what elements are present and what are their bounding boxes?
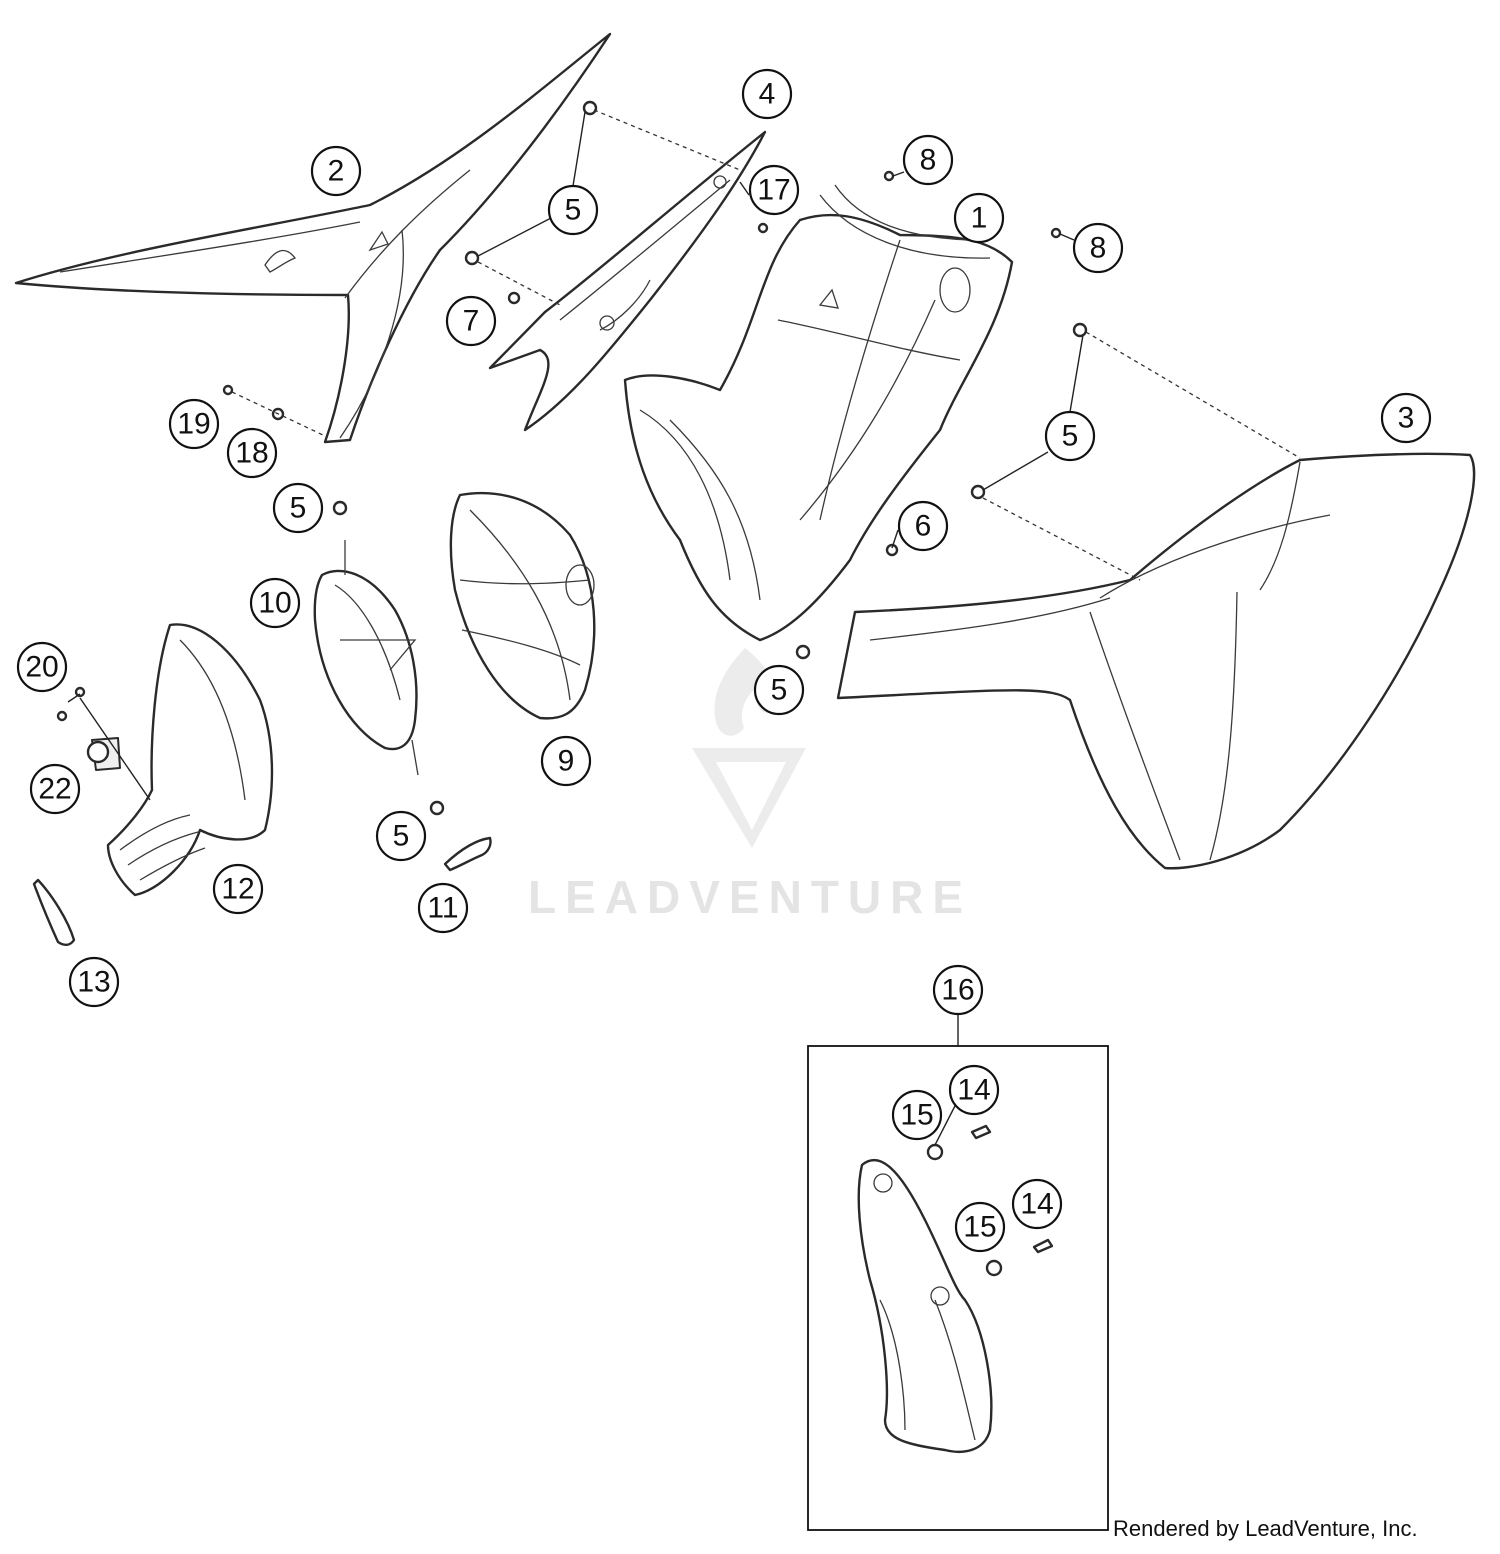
svg-text:18: 18	[235, 437, 268, 470]
svg-text:16: 16	[941, 974, 974, 1007]
svg-text:8: 8	[1090, 232, 1107, 265]
callout-15: 15	[891, 1089, 943, 1141]
callout-19: 19	[168, 398, 220, 450]
svg-text:22: 22	[38, 773, 71, 806]
callout-22: 22	[29, 763, 81, 815]
callout-1: 1	[953, 192, 1005, 244]
callout-13: 13	[68, 956, 120, 1008]
callout-20: 20	[16, 641, 68, 693]
callout-14: 14	[1011, 1178, 1063, 1230]
svg-text:4: 4	[759, 78, 776, 111]
watermark-v-logo	[692, 748, 806, 848]
callout-5: 5	[375, 810, 427, 862]
svg-text:3: 3	[1398, 402, 1415, 435]
callout-5: 5	[753, 664, 805, 716]
svg-text:14: 14	[1020, 1188, 1053, 1221]
watermark-flame-logo	[714, 648, 775, 736]
part-airbox-frame	[623, 184, 1014, 642]
callout-2: 2	[310, 145, 362, 197]
svg-text:20: 20	[25, 651, 58, 684]
callout-14: 14	[948, 1064, 1000, 1116]
svg-text:13: 13	[77, 966, 110, 999]
callout-3: 3	[1380, 392, 1432, 444]
svg-text:6: 6	[915, 510, 932, 543]
leader-lines	[67, 109, 1301, 1146]
hardware-fasteners	[56, 100, 1088, 1277]
svg-text:5: 5	[393, 820, 410, 853]
part-side-panel-right	[836, 452, 1476, 870]
part-air-filter	[313, 540, 419, 776]
part-hose-clamp	[32, 878, 76, 946]
svg-text:19: 19	[177, 408, 210, 441]
part-strap	[443, 836, 492, 872]
svg-text:11: 11	[427, 892, 458, 925]
credit-text: Rendered by LeadVenture, Inc.	[1113, 1516, 1418, 1541]
part-intake-boot	[91, 623, 274, 897]
watermark-text: LEADVENTURE	[528, 871, 972, 923]
callout-15: 15	[954, 1201, 1006, 1253]
svg-text:5: 5	[1062, 420, 1079, 453]
callout-10: 10	[249, 577, 301, 629]
callout-12: 12	[212, 863, 264, 915]
svg-text:5: 5	[565, 194, 582, 227]
callout-5: 5	[547, 184, 599, 236]
svg-text:17: 17	[757, 174, 790, 207]
callout-16: 16	[932, 964, 984, 1016]
part-kit-bracket	[857, 1159, 993, 1453]
svg-text:7: 7	[463, 305, 480, 338]
callout-5: 5	[1044, 410, 1096, 462]
callout-17: 17	[748, 164, 800, 216]
callout-8: 8	[902, 134, 954, 186]
callout-6: 6	[897, 500, 949, 552]
callout-18: 18	[226, 427, 278, 479]
part-bracket-side-4	[488, 130, 767, 432]
callout-4: 4	[741, 68, 793, 120]
watermark: LEADVENTURE	[528, 648, 972, 923]
svg-text:12: 12	[221, 873, 254, 906]
svg-text:15: 15	[900, 1099, 933, 1132]
part-side-panel-left	[14, 32, 612, 444]
svg-text:10: 10	[258, 587, 291, 620]
callout-11: 11	[417, 882, 469, 934]
svg-text:5: 5	[771, 674, 788, 707]
svg-text:9: 9	[558, 745, 575, 778]
callout-5: 5	[272, 482, 324, 534]
svg-text:2: 2	[328, 155, 345, 188]
part-filter-cage	[449, 491, 596, 720]
callout-8: 8	[1072, 222, 1124, 274]
callout-9: 9	[540, 735, 592, 787]
svg-text:15: 15	[963, 1211, 996, 1244]
svg-text:5: 5	[290, 492, 307, 525]
svg-text:14: 14	[957, 1074, 990, 1107]
callout-7: 7	[445, 295, 497, 347]
svg-text:8: 8	[920, 144, 937, 177]
svg-text:1: 1	[971, 202, 988, 235]
